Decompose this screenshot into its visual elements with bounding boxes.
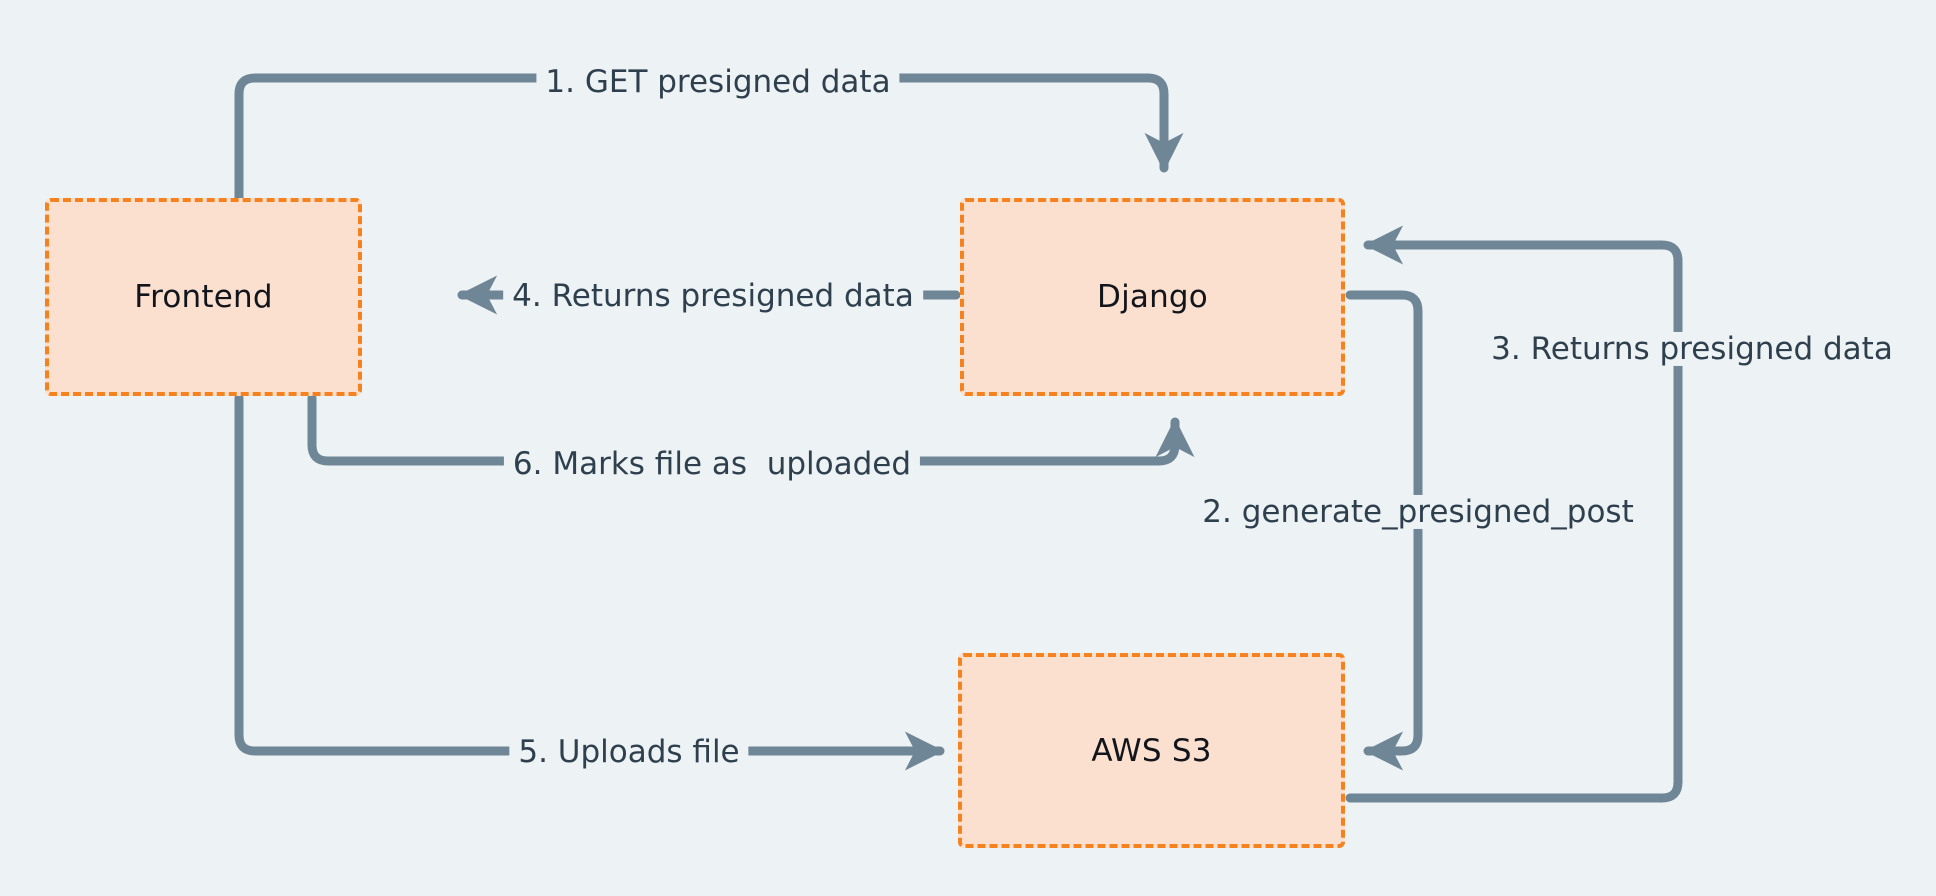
edge-label-2: 2. generate_presigned_post [1193, 495, 1643, 529]
node-aws-s3[interactable]: AWS S3 [958, 653, 1345, 848]
edge-3-path [1345, 225, 1683, 803]
node-frontend[interactable]: Frontend [45, 198, 362, 396]
node-django-label: Django [1097, 279, 1208, 315]
node-django[interactable]: Django [960, 198, 1345, 396]
edge-label-4: 4. Returns presigned data [503, 279, 923, 313]
node-aws-s3-label: AWS S3 [1091, 732, 1212, 769]
edge-label-6: 6. Marks file as uploaded [503, 447, 921, 481]
edge-label-3: 3. Returns presigned data [1482, 332, 1902, 366]
edge-label-1: 1. GET presigned data [536, 65, 900, 99]
edge-5-path [234, 393, 945, 771]
node-frontend-label: Frontend [134, 279, 273, 315]
edge-label-5: 5. Uploads file [509, 735, 749, 769]
